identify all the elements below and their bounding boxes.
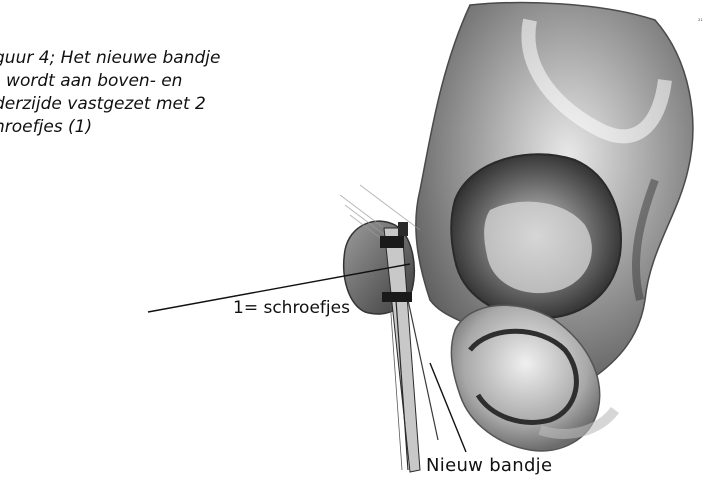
page-corner-mark: ²¹ [698,18,703,25]
screws-label: 1= schroefjes [233,298,350,318]
screw-upper [380,236,404,248]
screw-lower [382,292,412,302]
figure-caption: guur 4; Het nieuwe bandje ) wordt aan bo… [0,47,294,139]
screw-upper-head [398,222,408,236]
caption-line-2: ) wordt aan boven- en [0,70,294,93]
caption-line-4: hroefjes (1) [0,116,294,139]
caption-line-1: guur 4; Het nieuwe bandje [0,47,294,70]
new-band-label: Nieuw bandje [426,455,552,476]
caption-line-3: derzijde vastgezet met 2 [0,93,294,116]
